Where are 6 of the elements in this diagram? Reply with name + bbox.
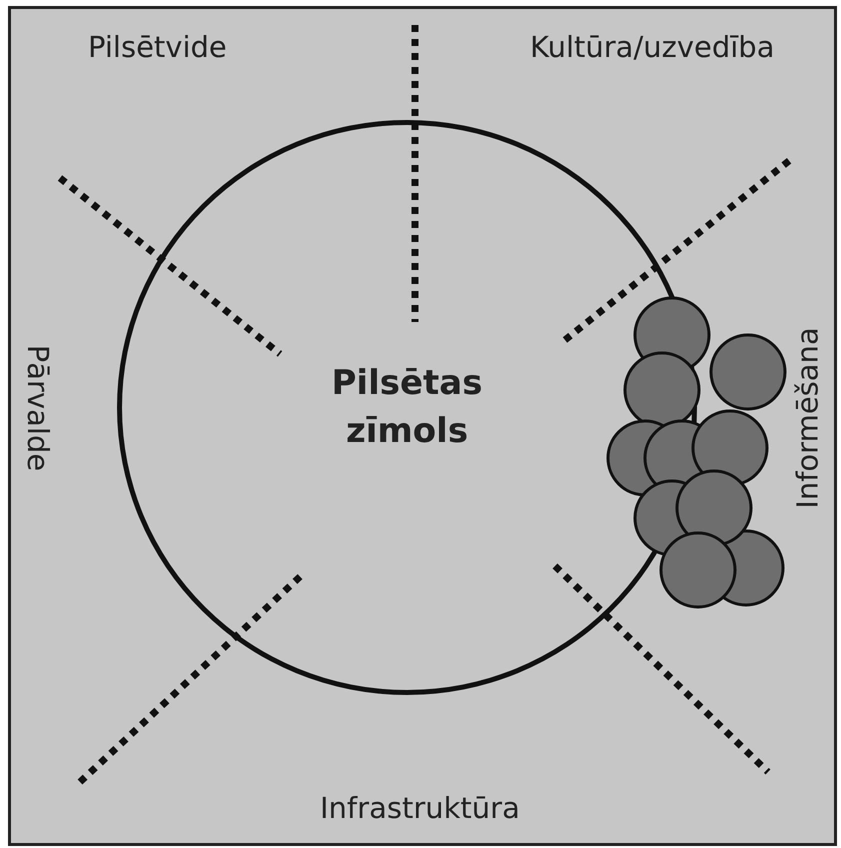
sector-label: Informēšana bbox=[790, 327, 824, 509]
sector-label: Infrastruktūra bbox=[320, 791, 520, 825]
sector-label: Pārvalde bbox=[21, 344, 56, 472]
sector-label: Kultūra/uzvedība bbox=[530, 30, 774, 64]
center-title: Pilsētas zīmols bbox=[330, 362, 484, 452]
sector-label: Pilsētvide bbox=[88, 30, 227, 64]
